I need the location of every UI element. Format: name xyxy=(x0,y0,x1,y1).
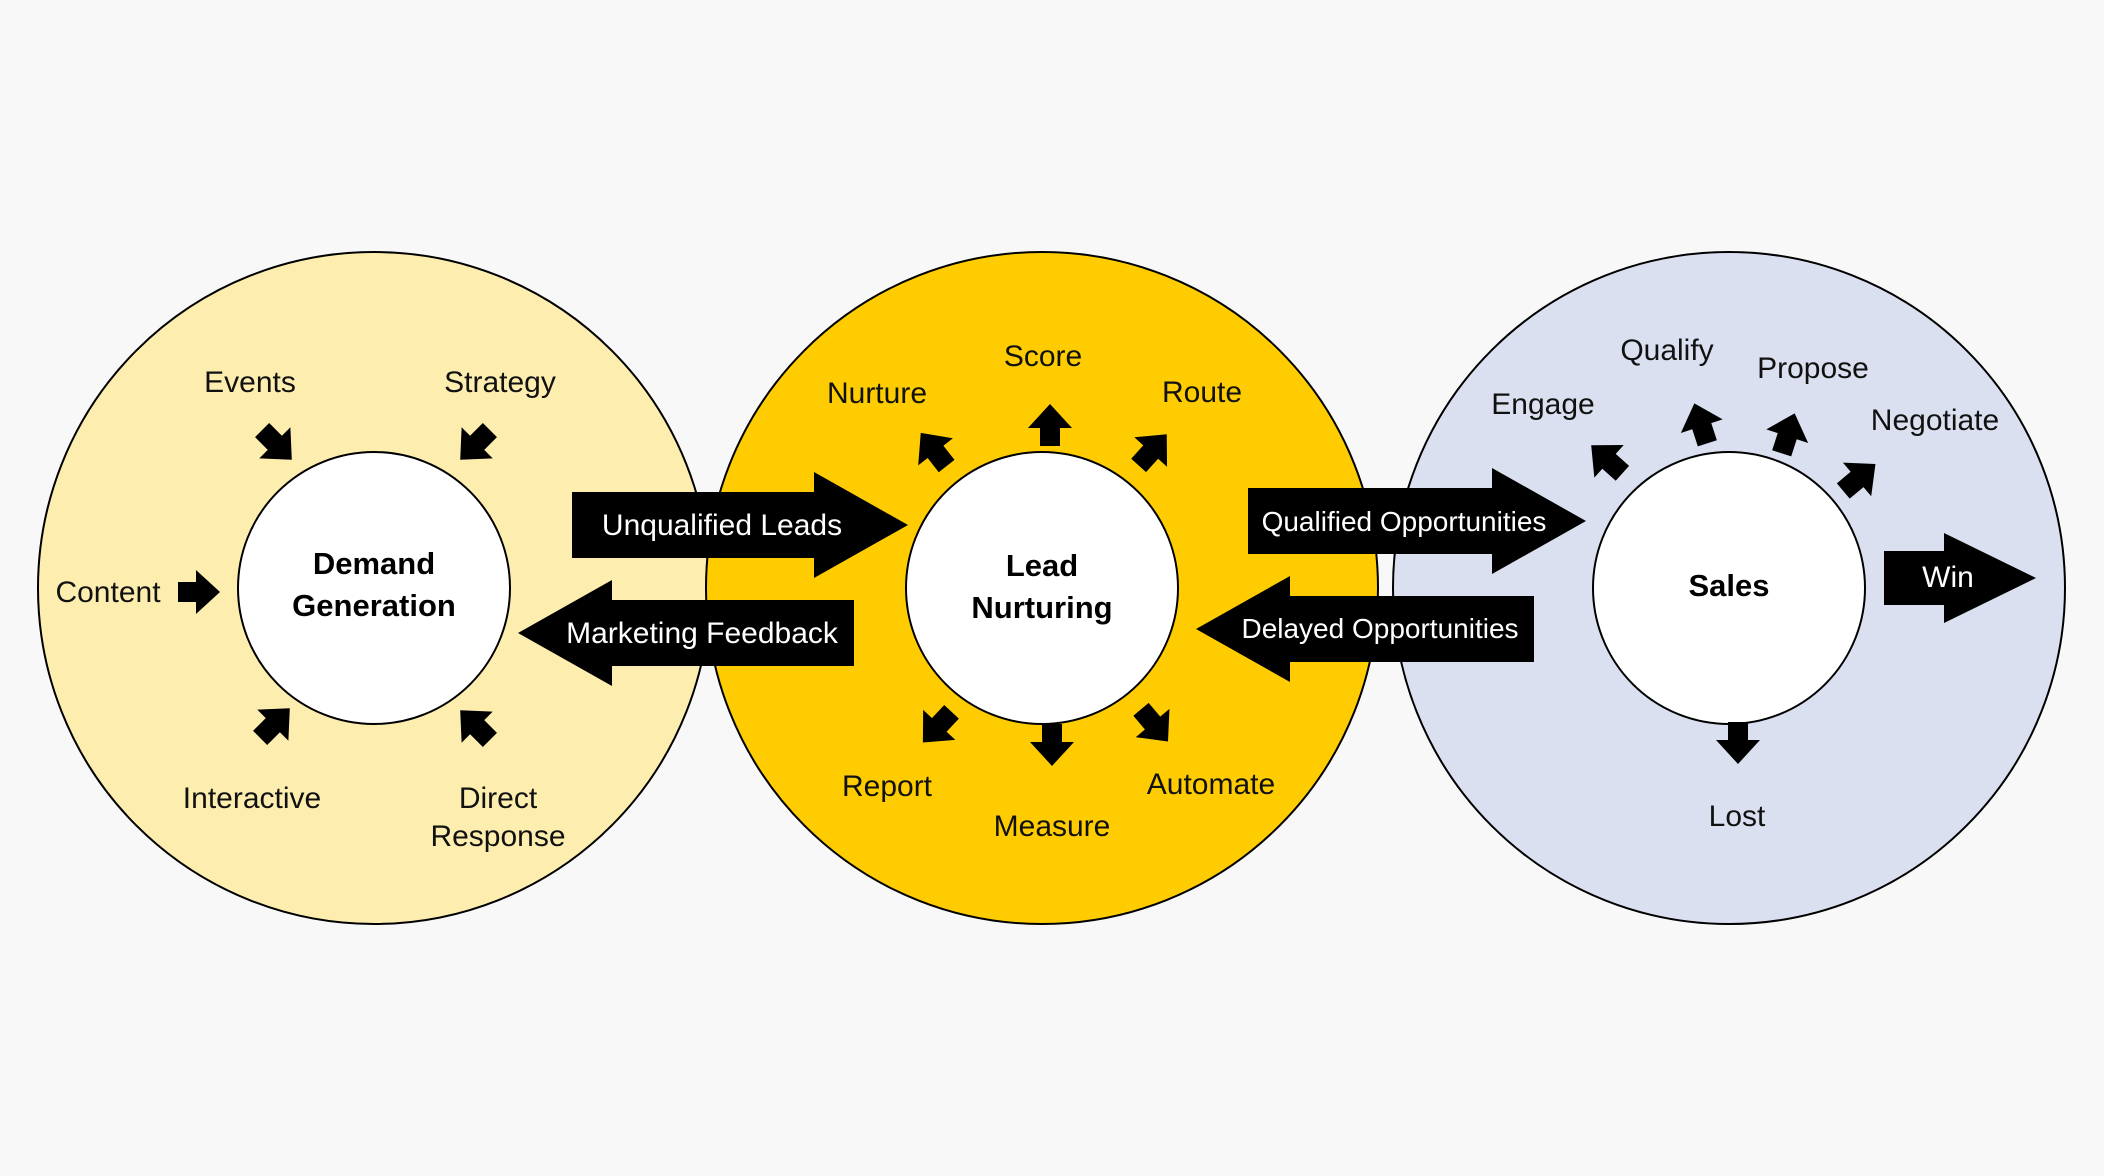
marketing-feedback-banner: Marketing Feedback xyxy=(518,580,854,686)
demand-title-line1: Demand xyxy=(313,546,435,581)
lead-nurturing-stage: Lead Nurturing Score Nurture Route Repor… xyxy=(705,251,1379,925)
win-label: Win xyxy=(1922,561,1974,594)
unqualified-leads-label: Unqualified Leads xyxy=(602,509,842,542)
win-arrow-icon xyxy=(1884,533,2036,623)
sales-title: Sales xyxy=(1688,568,1769,603)
measure-label: Measure xyxy=(994,810,1111,843)
report-label: Report xyxy=(842,770,933,803)
demand-inner-circle xyxy=(237,451,511,725)
events-label: Events xyxy=(204,366,296,399)
qualify-label: Qualify xyxy=(1620,334,1713,367)
direct-response-label-line2: Response xyxy=(430,820,565,853)
lead-title-line1: Lead xyxy=(1006,548,1078,583)
lead-title-line2: Nurturing xyxy=(971,590,1112,625)
qualified-opportunities-label: Qualified Opportunities xyxy=(1262,506,1547,537)
qualified-opportunities-arrow-icon xyxy=(1248,468,1586,574)
propose-label: Propose xyxy=(1757,352,1869,385)
lead-inner-circle xyxy=(905,451,1179,725)
win-banner: Win xyxy=(1884,533,2036,623)
lost-label: Lost xyxy=(1709,800,1766,833)
marketing-feedback-label: Marketing Feedback xyxy=(566,617,839,650)
interactive-label: Interactive xyxy=(183,782,321,815)
engage-label: Engage xyxy=(1491,388,1594,421)
demand-title-line2: Generation xyxy=(292,588,456,623)
route-label: Route xyxy=(1162,376,1242,409)
strategy-label: Strategy xyxy=(444,366,556,399)
sales-stage: Sales Engage Qualify Propose Negotiate L… xyxy=(1392,251,2066,925)
unqualified-leads-banner: Unqualified Leads xyxy=(572,472,908,578)
delayed-opportunities-label: Delayed Opportunities xyxy=(1241,613,1518,644)
direct-response-label-line1: Direct xyxy=(459,782,538,815)
marketing-feedback-arrow-icon xyxy=(518,580,854,686)
qualified-opportunities-banner: Qualified Opportunities xyxy=(1248,468,1586,574)
unqualified-leads-arrow-icon xyxy=(572,472,908,578)
delayed-opportunities-arrow-icon xyxy=(1196,576,1534,682)
content-label: Content xyxy=(55,576,161,609)
nurture-label: Nurture xyxy=(827,377,927,410)
automate-label: Automate xyxy=(1147,768,1275,801)
score-label: Score xyxy=(1004,340,1082,373)
delayed-opportunities-banner: Delayed Opportunities xyxy=(1196,576,1534,682)
negotiate-label: Negotiate xyxy=(1871,404,1999,437)
